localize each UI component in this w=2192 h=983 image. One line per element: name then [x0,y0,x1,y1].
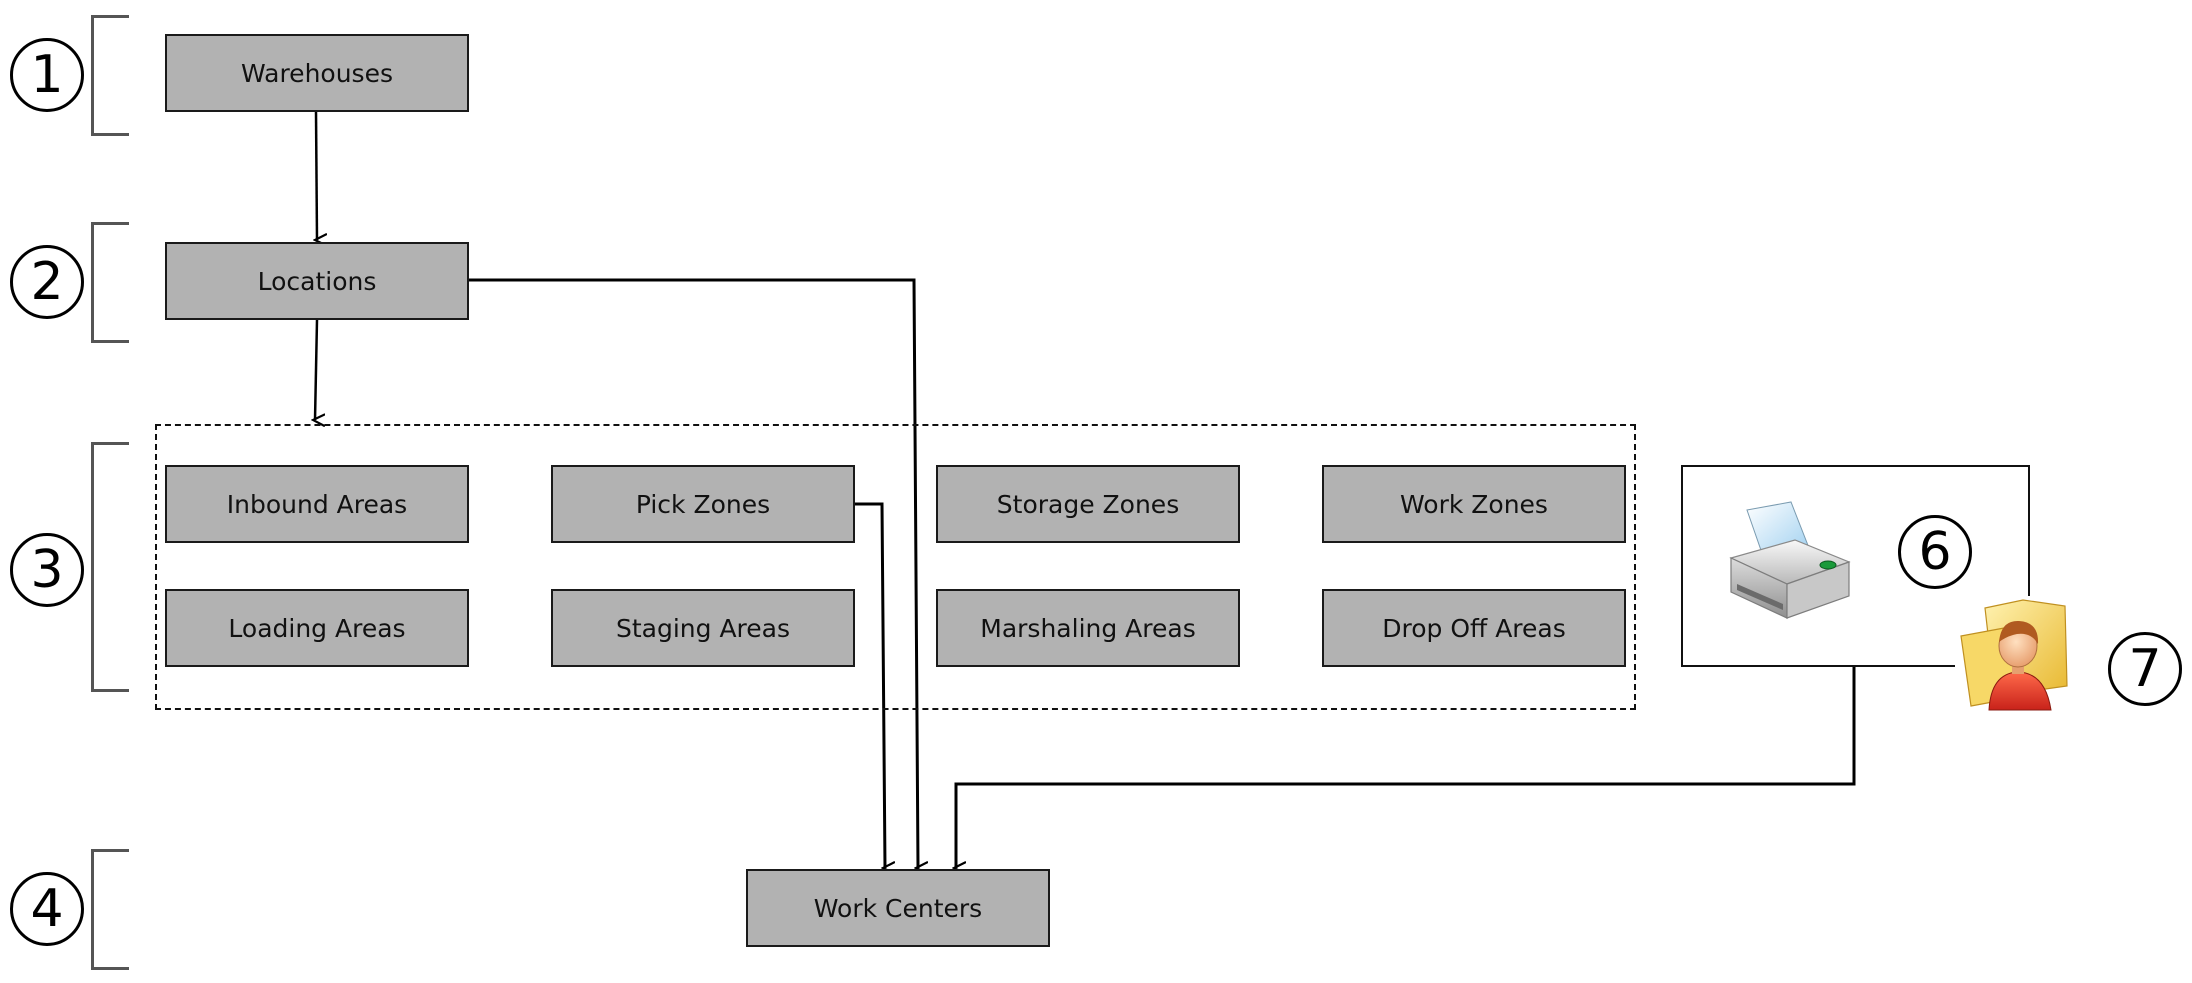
staging-areas-box[interactable]: Staging Areas [551,589,855,667]
area-zone-group [155,424,1636,710]
level-2-badge: 2 [10,245,84,319]
user-number-badge: 7 [2108,632,2182,706]
level-1-badge: 1 [10,38,84,112]
printer-number-badge: 6 [1898,515,1972,589]
warehouses-label: Warehouses [241,58,393,88]
level-2-bracket [91,222,129,343]
work-centers-box[interactable]: Work Centers [746,869,1050,947]
level-4-badge: 4 [10,872,84,946]
user-number: 7 [2128,639,2162,699]
arrow-pick-zones-to-work-centers [855,502,885,868]
storage-zones-box[interactable]: Storage Zones [936,465,1240,543]
work-zones-label: Work Zones [1400,489,1548,519]
user-folder-icon [1955,596,2073,714]
level-4-number: 4 [30,879,64,939]
loading-areas-label: Loading Areas [228,613,406,643]
level-3-bracket [91,442,129,692]
arrow-warehouses-to-locations [316,111,317,240]
level-2-number: 2 [30,252,64,312]
pick-zones-label: Pick Zones [635,489,771,519]
level-4-bracket [91,849,129,970]
level-1-bracket [91,15,129,136]
work-zones-box[interactable]: Work Zones [1322,465,1626,543]
arrow-devices-to-work-centers [956,667,1856,868]
drop-off-areas-box[interactable]: Drop Off Areas [1322,589,1626,667]
drop-off-areas-label: Drop Off Areas [1382,613,1566,643]
printer-number: 6 [1918,522,1952,582]
staging-areas-label: Staging Areas [615,613,791,643]
printer-icon [1727,500,1853,625]
pick-zones-box[interactable]: Pick Zones [551,465,855,543]
locations-label: Locations [257,266,377,296]
locations-box[interactable]: Locations [165,242,469,320]
level-1-number: 1 [30,45,64,105]
level-3-number: 3 [30,540,64,600]
marshaling-areas-box[interactable]: Marshaling Areas [936,589,1240,667]
inbound-areas-box[interactable]: Inbound Areas [165,465,469,543]
work-centers-label: Work Centers [813,893,983,923]
storage-zones-label: Storage Zones [996,489,1180,519]
level-3-badge: 3 [10,533,84,607]
loading-areas-box[interactable]: Loading Areas [165,589,469,667]
marshaling-areas-label: Marshaling Areas [980,613,1196,643]
arrow-locations-to-work-centers [469,278,918,868]
inbound-areas-label: Inbound Areas [226,489,408,519]
warehouses-box[interactable]: Warehouses [165,34,469,112]
arrow-locations-to-areas [315,319,317,420]
